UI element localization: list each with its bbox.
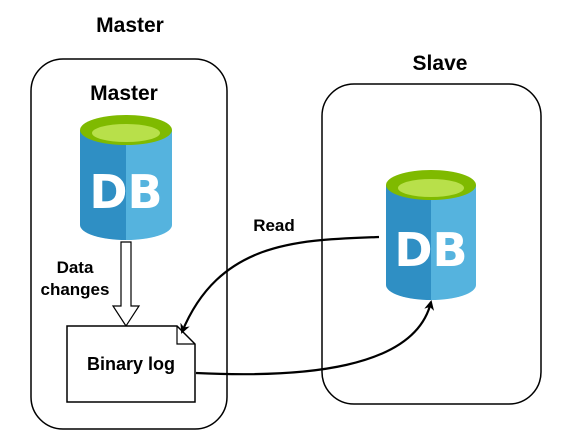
read-arrow-label: Read [253,216,295,235]
master-db-label: DB [89,165,162,219]
replay-arrow [195,300,435,376]
read-arrow [180,235,380,334]
slave-db-icon: DB [386,170,476,300]
slave-box-title: Slave [413,52,468,75]
master-container [30,58,228,430]
slave-container [321,83,542,405]
data-changes-label-line2: changes [41,280,110,299]
binary-log-document: Binary log [66,325,196,403]
outer-master-title: Master [96,14,164,37]
master-db-icon: DB [80,115,172,240]
data-changes-label-line1: Data [57,258,94,277]
binary-log-label: Binary log [87,354,175,374]
data-changes-arrow [111,241,141,328]
slave-db-label: DB [394,223,467,277]
master-box-title: Master [90,82,158,105]
